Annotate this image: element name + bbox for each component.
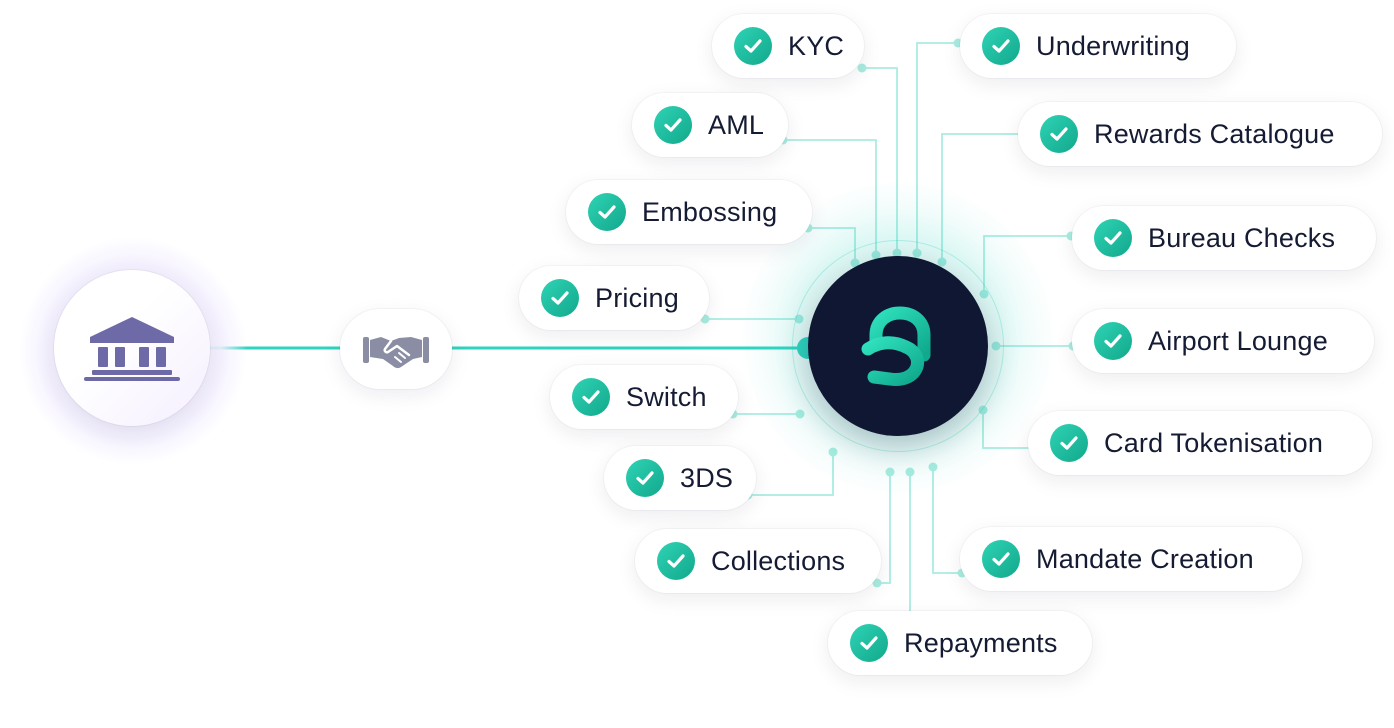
service-pill-kyc: KYC bbox=[712, 14, 864, 78]
service-label-airport-lounge: Airport Lounge bbox=[1148, 325, 1328, 356]
check-icon bbox=[1050, 424, 1088, 462]
check-icon bbox=[654, 106, 692, 144]
connector-dot-3ds-end bbox=[828, 447, 838, 457]
connector-underwriting bbox=[916, 42, 958, 253]
check-icon bbox=[1094, 322, 1132, 360]
handshake-icon bbox=[363, 337, 429, 369]
service-label-embossing: Embossing bbox=[642, 196, 778, 227]
service-label-bureau-checks: Bureau Checks bbox=[1148, 222, 1336, 253]
service-pill-underwriting: Underwriting bbox=[960, 14, 1236, 78]
service-label-mandate-creation: Mandate Creation bbox=[1036, 543, 1254, 574]
service-label-card-tokenisation: Card Tokenisation bbox=[1104, 427, 1324, 458]
service-label-aml: AML bbox=[708, 109, 765, 140]
service-label-repayments: Repayments bbox=[904, 627, 1058, 658]
check-icon bbox=[626, 459, 664, 497]
connector-card-tokenisation bbox=[982, 410, 1033, 449]
service-pill-aml: AML bbox=[632, 93, 788, 157]
service-label-kyc: KYC bbox=[788, 30, 845, 61]
service-pill-switch: Switch bbox=[550, 365, 738, 429]
check-icon bbox=[850, 624, 888, 662]
check-icon bbox=[982, 540, 1020, 578]
check-icon bbox=[572, 378, 610, 416]
service-pill-mandate-creation: Mandate Creation bbox=[960, 527, 1302, 591]
connector-dot-mandate-creation-end bbox=[928, 462, 938, 472]
service-pill-rewards-catalogue: Rewards Catalogue bbox=[1018, 102, 1382, 166]
platform-logo-icon bbox=[861, 306, 943, 386]
connector-dot-switch-end bbox=[795, 409, 805, 419]
check-icon bbox=[982, 27, 1020, 65]
connector-dot-collections-start bbox=[872, 578, 882, 588]
connector-mandate-creation bbox=[932, 467, 962, 574]
service-label-3ds: 3DS bbox=[680, 462, 734, 493]
service-pill-3ds: 3DS bbox=[604, 446, 756, 510]
bank-node bbox=[54, 270, 210, 426]
check-icon bbox=[1094, 219, 1132, 257]
check-icon bbox=[734, 27, 772, 65]
check-icon bbox=[588, 193, 626, 231]
connector-3ds bbox=[748, 452, 834, 496]
connector-kyc bbox=[862, 67, 898, 253]
service-label-switch: Switch bbox=[626, 381, 707, 412]
connector-bureau-checks bbox=[983, 235, 1071, 294]
connector-dot-collections-end bbox=[885, 467, 895, 477]
service-label-rewards-catalogue: Rewards Catalogue bbox=[1094, 118, 1335, 149]
connector-rewards-catalogue bbox=[941, 133, 1024, 262]
service-pill-airport-lounge: Airport Lounge bbox=[1072, 309, 1374, 373]
service-pill-pricing: Pricing bbox=[519, 266, 709, 330]
connector-aml bbox=[783, 139, 877, 255]
check-icon bbox=[541, 279, 579, 317]
check-icon bbox=[1040, 115, 1078, 153]
service-pill-embossing: Embossing bbox=[566, 180, 812, 244]
service-label-underwriting: Underwriting bbox=[1036, 30, 1190, 61]
service-pill-card-tokenisation: Card Tokenisation bbox=[1028, 411, 1372, 475]
service-label-collections: Collections bbox=[711, 545, 846, 576]
bank-icon bbox=[84, 317, 180, 381]
service-pill-bureau-checks: Bureau Checks bbox=[1072, 206, 1376, 270]
service-label-pricing: Pricing bbox=[595, 282, 679, 313]
check-icon bbox=[657, 542, 695, 580]
partner-node bbox=[340, 309, 452, 389]
platform-node bbox=[808, 256, 988, 436]
service-pill-repayments: Repayments bbox=[828, 611, 1092, 675]
connector-dot-repayments-end bbox=[905, 467, 915, 477]
platform-ring bbox=[792, 240, 1004, 452]
connector-dot-kyc-start bbox=[857, 63, 867, 73]
service-pill-collections: Collections bbox=[635, 529, 881, 593]
